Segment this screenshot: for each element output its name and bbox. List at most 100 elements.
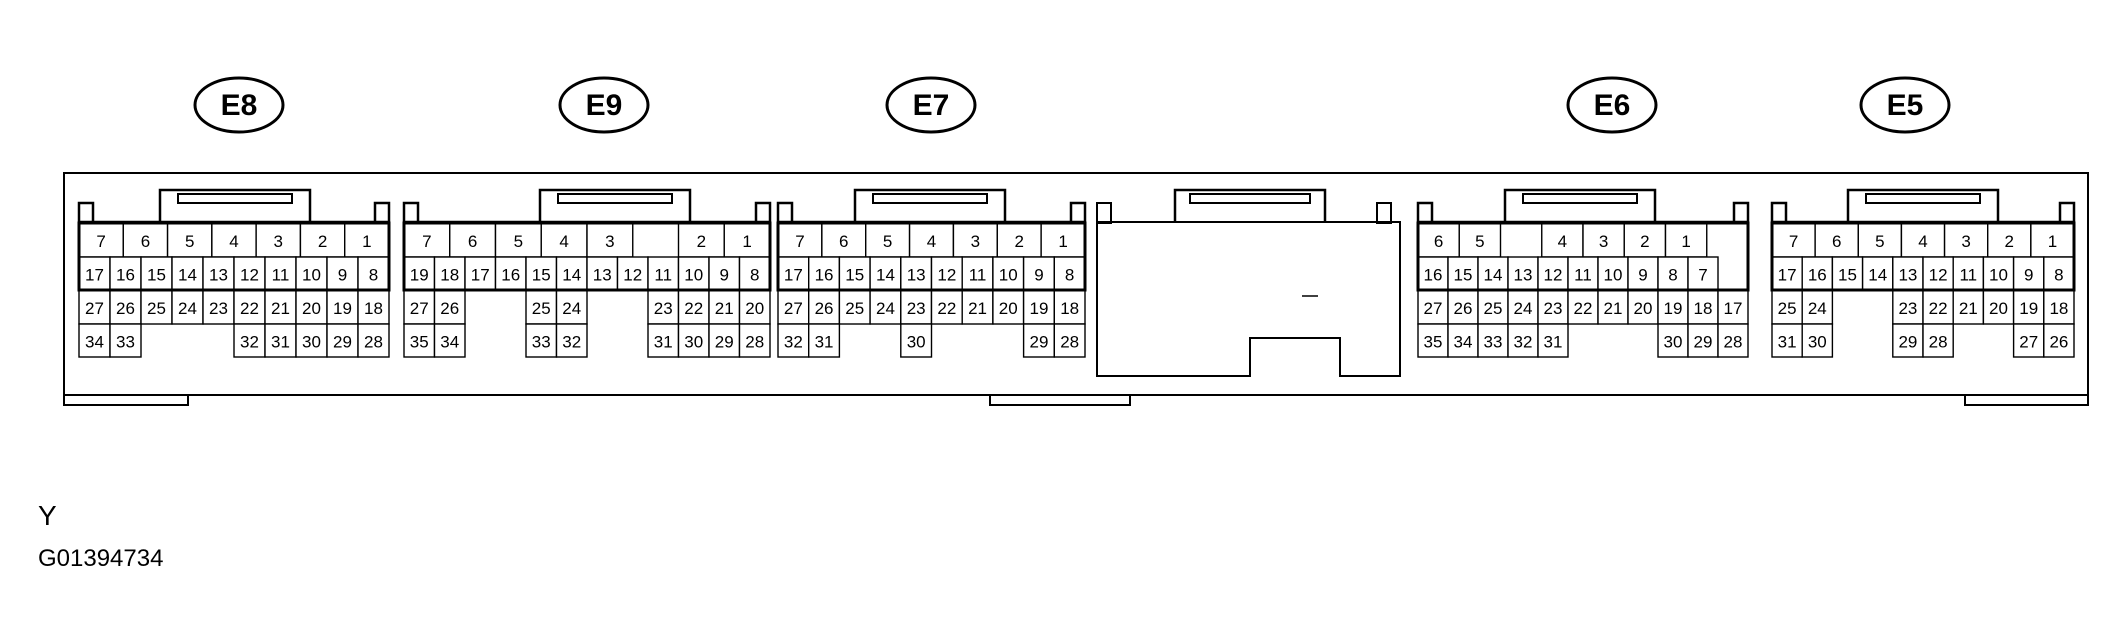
pin-number: 19 — [1029, 299, 1048, 318]
pin-cell: 27 — [78, 289, 111, 325]
pin-box — [299, 222, 346, 258]
pin-number: 8 — [2054, 266, 2063, 285]
pin-number: 27 — [1424, 299, 1443, 318]
pin-cell: 29 — [708, 323, 741, 358]
pin-number: 23 — [209, 299, 228, 318]
pin-number: 13 — [593, 266, 612, 285]
pin-box — [555, 323, 588, 358]
connector-frame — [776, 221, 1087, 292]
pin-box — [1657, 289, 1689, 325]
pin-cell: 13 — [1507, 256, 1539, 291]
pin-cell: 15 — [140, 256, 173, 291]
pin-number: 22 — [937, 299, 956, 318]
pin-box — [255, 222, 302, 258]
connector-post — [776, 201, 794, 225]
pin-cell: 17 — [1771, 256, 1803, 291]
pin-cell: 2 — [1623, 222, 1667, 258]
pin-box — [433, 323, 466, 358]
pin-cell: 17 — [777, 256, 810, 291]
pin-number: 30 — [684, 333, 703, 352]
center-connector-body — [1096, 221, 1401, 377]
pin-cell: 9 — [708, 256, 741, 291]
pin-cell: 7 — [1771, 222, 1816, 258]
pin-number: 28 — [1929, 333, 1948, 352]
connector-label-ellipse — [1859, 76, 1951, 134]
pin-cell: 7 — [1687, 256, 1719, 291]
pin-number: 18 — [1694, 299, 1713, 318]
pin-number: 22 — [1574, 299, 1593, 318]
pin-cell: 6 — [1814, 222, 1859, 258]
pin-number: 1 — [1058, 232, 1067, 251]
pin-cell: 13 — [900, 256, 933, 291]
pin-cell: 25 — [838, 289, 871, 325]
pin-number: 33 — [532, 333, 551, 352]
pin-number: 1 — [742, 232, 751, 251]
pin-cell: 9 — [1627, 256, 1659, 291]
pin-box — [1477, 289, 1509, 325]
pin-box — [295, 289, 328, 325]
pin-number: 1 — [1681, 232, 1690, 251]
connector-post — [1376, 202, 1392, 224]
pin-number: 12 — [240, 266, 259, 285]
pin-number: 28 — [1060, 333, 1079, 352]
pin-cell: 3 — [1943, 222, 1989, 258]
connector-label: E7 — [913, 89, 950, 122]
pin-number: 4 — [559, 232, 568, 251]
connector-frame — [1416, 221, 1750, 292]
pin-box — [961, 289, 994, 325]
pin-number: 32 — [784, 333, 803, 352]
pin-number: 34 — [85, 333, 104, 352]
pin-box — [525, 289, 558, 325]
pin-cell: 29 — [1892, 323, 1924, 358]
pin-number: 15 — [147, 266, 166, 285]
pin-box — [908, 222, 955, 258]
pin-cell: 3 — [1582, 222, 1625, 258]
pin-cell: 8 — [1053, 256, 1086, 291]
pin-number: 21 — [1959, 299, 1978, 318]
connector-post — [1416, 201, 1434, 225]
pin-number: 15 — [1454, 266, 1473, 285]
pin-number: 19 — [1664, 299, 1683, 318]
pin-cell: 31 — [808, 323, 841, 358]
pin-number: 16 — [815, 266, 834, 285]
pin-number: 25 — [532, 299, 551, 318]
pin-cell: 5 — [494, 222, 542, 258]
pin-cell: 24 — [869, 289, 902, 325]
pin-number: 4 — [1558, 232, 1567, 251]
pin-number: 24 — [1514, 299, 1533, 318]
connector-label: E9 — [586, 89, 623, 122]
pin-cell: 34 — [1447, 323, 1479, 358]
pin-box — [2030, 222, 2075, 258]
pin-cell: 11 — [1567, 256, 1599, 291]
pin-number: 32 — [240, 333, 259, 352]
pin-number: 23 — [907, 299, 926, 318]
connector-latch — [1846, 188, 2000, 222]
pin-box — [900, 289, 933, 325]
pin-cell: 20 — [295, 289, 328, 325]
pin-cell: 6 — [821, 222, 867, 258]
pin-cell: 27 — [1417, 289, 1449, 325]
connector-label: E5 — [1887, 89, 1924, 122]
pin-cell: 18 — [1687, 289, 1719, 325]
pin-box — [326, 256, 359, 291]
pin-cell: 27 — [403, 289, 436, 325]
connector-label-badge: E6 — [1566, 76, 1658, 134]
pin-box — [357, 323, 390, 358]
pin-cell: 19 — [326, 289, 359, 325]
pin-number: 25 — [1778, 299, 1797, 318]
pin-number: 26 — [1454, 299, 1473, 318]
pin-cell: 7 — [777, 222, 823, 258]
pin-cell: 14 — [171, 256, 204, 291]
pin-box — [2012, 323, 2045, 358]
pin-number: 29 — [1898, 333, 1917, 352]
pin-number: 2 — [318, 232, 327, 251]
pin-number: 10 — [1989, 266, 2008, 285]
pin-number: 5 — [1475, 232, 1484, 251]
pin-number: 3 — [1599, 232, 1608, 251]
pin-cell: 8 — [738, 256, 771, 291]
pin-number: 11 — [654, 266, 672, 285]
pin-cell: 3 — [586, 222, 634, 258]
connector-label: E6 — [1594, 89, 1631, 122]
